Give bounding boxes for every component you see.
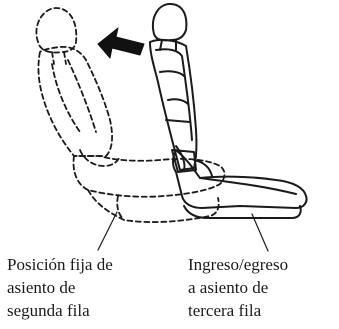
dashed-seat-rail [87,189,220,223]
dashed-seatback [37,45,113,157]
seat-hinge [175,145,213,177]
tilted-seat [149,3,308,219]
caption-right-line-1: Ingreso/egreso [188,255,289,274]
caption-left-line-2: asiento de [7,278,76,297]
seatback [149,38,198,171]
headrest [152,3,188,42]
left-arrow-icon [97,27,145,59]
dashed-headrest [35,7,78,54]
caption-right-line-2: a asiento de [188,278,269,297]
caption-fixed-second-row-position: Posición fija de asiento de segunda fila [7,253,113,322]
dashed-headrest-post [51,51,67,65]
cushion-seam [199,177,297,195]
seatback-lower [171,149,197,173]
dashed-seatback-panel [51,59,97,133]
caption-right-line-3: tercera fila [188,301,262,320]
seat-base [183,205,302,219]
seatback-bolster [155,48,193,141]
dashed-hinge [79,149,121,167]
caption-third-row-entry-exit: Ingreso/egreso a asiento de tercera fila [188,253,288,322]
caption-left-line-3: segunda fila [7,301,90,320]
caption-left-line-1: Posición fija de [7,255,113,274]
leader-line-entry-exit [251,213,269,252]
fixed-position-seat-outline [35,7,226,223]
leader-line-fixed-position [97,211,118,251]
